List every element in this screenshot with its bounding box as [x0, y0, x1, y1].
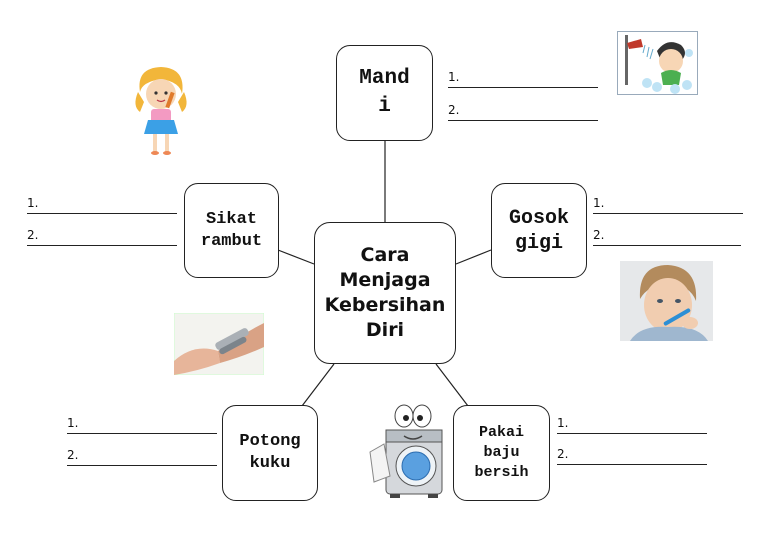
node-potong-kuku: Potong kuku — [222, 405, 318, 501]
washing-machine-mascot-icon — [369, 404, 443, 498]
connector-gosok — [455, 249, 492, 265]
answer-line-sikat-2[interactable]: 2. — [27, 228, 177, 246]
answer-line-mandi-1[interactable]: 1. — [448, 70, 598, 88]
answer-line-mandi-2[interactable]: 2. — [448, 103, 598, 121]
connector-potong — [301, 363, 335, 407]
connector-sikat — [277, 249, 315, 265]
answer-line-sikat-1[interactable]: 1. — [27, 196, 177, 214]
node-gosok-gigi-label: Gosok gigi — [508, 206, 569, 255]
nail-clipper-icon — [174, 313, 264, 375]
node-potong-kuku-label: Potong kuku — [239, 432, 301, 473]
node-mandi: Mand i — [336, 45, 433, 141]
answer-line-potong-1[interactable]: 1. — [67, 416, 217, 434]
answer-line-pakai-2[interactable]: 2. — [557, 447, 707, 465]
girl-brushing-hair-icon — [135, 67, 187, 155]
node-sikat-rambut-label: Sikat rambut — [200, 209, 263, 251]
answer-line-pakai-1[interactable]: 1. — [557, 416, 707, 434]
node-sikat-rambut: Sikat rambut — [184, 183, 279, 278]
connector-pakai — [435, 363, 469, 407]
node-pakai-baju-bersih: Pakai baju bersih — [453, 405, 550, 501]
node-pakai-baju-bersih-label: Pakai baju bersih — [474, 424, 529, 481]
answer-line-potong-2[interactable]: 2. — [67, 448, 217, 466]
center-title: Cara Menjaga Kebersihan Diri — [324, 244, 446, 341]
child-brushing-teeth-icon — [620, 261, 713, 341]
node-gosok-gigi: Gosok gigi — [491, 183, 587, 278]
center-node: Cara Menjaga Kebersihan Diri — [314, 222, 456, 364]
node-mandi-label: Mand i — [359, 67, 410, 118]
answer-line-gosok-2[interactable]: 2. — [593, 228, 741, 246]
boy-showering-icon — [617, 31, 698, 95]
answer-line-gosok-1[interactable]: 1. — [593, 196, 743, 214]
